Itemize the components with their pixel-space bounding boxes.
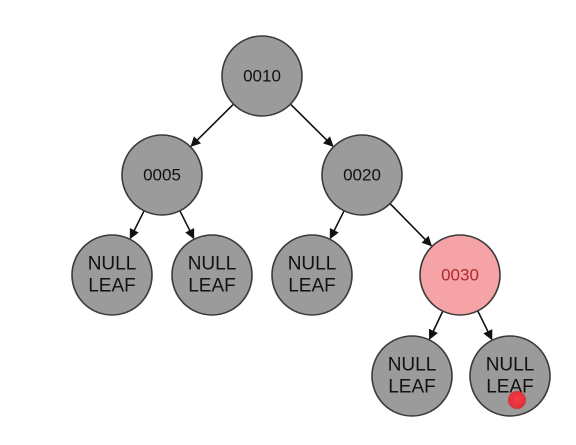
- node-label: 0010: [243, 67, 281, 86]
- tree-node-n10: 0010: [221, 35, 303, 117]
- node-label: LEAF: [388, 377, 436, 398]
- edge-arrow-n10-to-n5: [190, 103, 235, 147]
- node-label: 0030: [441, 266, 479, 285]
- edge-arrow-n5-to-leaf1: [129, 210, 145, 240]
- edge-arrow-n10-to-n20: [289, 103, 334, 147]
- black-node-circle: [321, 134, 403, 216]
- black-node-circle: [171, 234, 253, 316]
- node-label: NULL: [388, 355, 437, 376]
- black-node-circle: [271, 234, 353, 316]
- tree-node-n5: 0005: [121, 134, 203, 216]
- black-node-circle: [121, 134, 203, 216]
- pointer-cursor-dot-icon: [508, 391, 526, 409]
- black-node-circle: [71, 234, 153, 316]
- black-node-circle: [469, 335, 551, 417]
- node-label: NULL: [486, 355, 535, 376]
- edge-arrow-n20-to-leaf3: [329, 210, 345, 240]
- tree-node-n20: 0020: [321, 134, 403, 216]
- node-label: LEAF: [88, 276, 136, 297]
- node-label: NULL: [88, 254, 137, 275]
- node-label: LEAF: [288, 276, 336, 297]
- tree-node-n30: 0030: [419, 234, 501, 316]
- edges-layer: [129, 103, 493, 341]
- edge-arrow-n30-to-leaf5: [476, 310, 493, 341]
- node-label: 0020: [343, 166, 381, 185]
- node-label: NULL: [288, 254, 337, 275]
- black-node-circle: [371, 335, 453, 417]
- node-label: 0005: [143, 166, 181, 185]
- node-label: NULL: [188, 254, 237, 275]
- edge-arrow-n20-to-n30: [389, 203, 433, 247]
- edge-arrow-n5-to-leaf2: [179, 210, 195, 240]
- node-label: LEAF: [486, 377, 534, 398]
- red-node-circle: [419, 234, 501, 316]
- black-node-circle: [221, 35, 303, 117]
- node-label: LEAF: [188, 276, 236, 297]
- edge-arrow-n30-to-leaf4: [428, 310, 444, 340]
